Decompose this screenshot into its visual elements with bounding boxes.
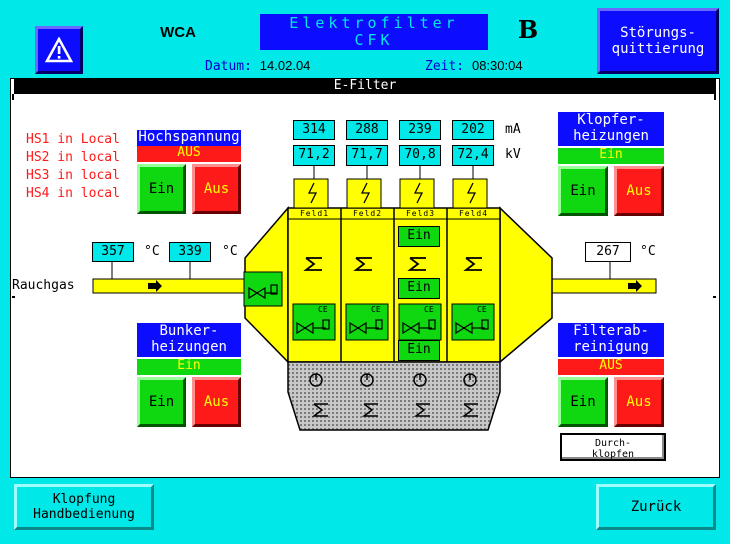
valve-symbols [248,284,489,335]
stoerungsquittierung-button[interactable]: Störungs- quittierung [597,8,719,74]
feld1-label: Feld1 [299,209,330,218]
durchklopfen-label-1: Durch- [594,438,632,449]
hs-status-list: HS1 in Local HS2 in local HS3 in local H… [26,131,136,203]
feld4-ma-value: 202 [452,120,494,140]
ce-label: CE [424,305,434,314]
bunkerheizungen-title: Bunker- heizungen [137,323,241,357]
kv-unit: kV [505,147,521,162]
warning-button[interactable] [35,26,83,74]
logo-letter: B [517,15,539,44]
feld3-ein-indicator: Ein [398,340,440,361]
feld3-ma-value: 239 [399,120,441,140]
temp-unit: °C [640,244,656,259]
feld3-kv-value: 70,8 [399,145,441,166]
zeit-value: 08:30:04 [471,58,523,73]
datum-label: Datum: [205,59,252,74]
klopfung-label-2: Handbedienung [33,507,135,522]
durchklopfen-label-2: klopfen [591,449,635,460]
page-title-box: Elektrofilter CFK [260,14,488,50]
feld2-label: Feld2 [352,209,383,218]
section-title: E-Filter [333,78,397,93]
bunker-hopper [287,361,501,431]
hs-status-item: HS2 in local [26,150,120,165]
hs-status-item: HS4 in local [26,186,120,201]
filterabreinigung-ein-button[interactable]: Ein [558,377,608,427]
inlet-temp-2: 339 [169,242,211,262]
bunkerheizungen-status: Ein [137,359,241,375]
datum-row: Datum: 14.02.04 [205,58,325,74]
filterabreinigung-title-2: reinigung [573,339,649,355]
filterabreinigung-status: AUS [558,359,664,375]
hochspannung-aus-button[interactable]: Aus [192,164,241,214]
company-logo: B [516,16,540,44]
feld1-ma-value: 314 [293,120,335,140]
hochspannung-title: Hochspannung [137,129,241,146]
durchklopfen-button[interactable]: Durch- klopfen [560,433,666,461]
feld4-label: Feld4 [458,209,489,218]
feld3-ein-indicator: Ein [398,226,440,247]
klopferheizungen-ein-button[interactable]: Ein [558,166,608,216]
hopper-heater-icons [309,373,478,417]
feld2-ma-value: 288 [346,120,388,140]
hs-status-item: HS1 in Local [26,132,120,147]
app-short-title: WCA [160,24,196,41]
klopferheizungen-title-1: Klopfer- [577,112,645,128]
rapper-valves [292,303,495,341]
klopferheizungen-title: Klopfer- heizungen [558,112,664,146]
warning-triangle-icon [45,37,73,63]
panel-corner-mark [714,94,716,100]
ma-unit: mA [505,122,521,137]
klopferheizungen-status: Ein [558,148,664,164]
outlet-temp: 267 [585,242,631,262]
section-title-bar: E-Filter [14,78,716,94]
klopferheizungen-aus-button[interactable]: Aus [614,166,664,216]
bunkerheizungen-title-2: heizungen [151,339,227,355]
transformer-icons [293,166,488,209]
feld3-ein-indicator: Ein [398,278,440,299]
outlet-arrow-icon [628,280,642,292]
stoerung-label-1: Störungs- [620,25,696,41]
inlet-pipe [92,278,246,294]
hochspannung-status: AUS [137,146,241,162]
filterabreinigung-title: Filterab- reinigung [558,323,664,357]
electrode-icons [303,257,482,271]
ce-label: CE [318,305,328,314]
bunkerheizungen-ein-button[interactable]: Ein [137,377,186,427]
feld2-kv-value: 71,7 [346,145,388,166]
page-title: Elektrofilter [289,14,459,32]
feld4-kv-value: 72,4 [452,145,494,166]
stoerung-label-2: quittierung [611,41,705,57]
temp-unit: °C [222,244,238,259]
panel-corner-mark [12,94,14,100]
panel-side-mark [713,296,716,298]
filterabreinigung-title-1: Filterab- [573,323,649,339]
datum-value: 14.02.04 [259,58,311,73]
temp-unit: °C [144,244,160,259]
feld1-kv-value: 71,2 [293,145,335,166]
inlet-temp-1: 357 [92,242,134,262]
klopfung-handbedienung-button[interactable]: Klopfung Handbedienung [14,484,154,530]
zeit-label: Zeit: [425,59,465,74]
bunkerheizungen-title-1: Bunker- [159,323,219,339]
zurueck-button[interactable]: Zurück [596,484,716,530]
hs-status-item: HS3 in local [26,168,120,183]
ce-label: CE [371,305,381,314]
zeit-row: Zeit: 08:30:04 [425,58,545,74]
page-subtitle: CFK [354,31,394,49]
feld3-label: Feld3 [405,209,436,218]
klopferheizungen-title-2: heizungen [573,128,649,144]
ce-label: CE [477,305,487,314]
panel-side-mark [12,296,15,298]
filter-outlet-cone [499,206,553,364]
klopfung-label-1: Klopfung [52,492,116,507]
rauchgas-label: Rauchgas [12,278,75,293]
bunkerheizungen-aus-button[interactable]: Aus [192,377,241,427]
inlet-arrow-icon [148,280,162,292]
hochspannung-ein-button[interactable]: Ein [137,164,186,214]
filterabreinigung-aus-button[interactable]: Aus [614,377,664,427]
